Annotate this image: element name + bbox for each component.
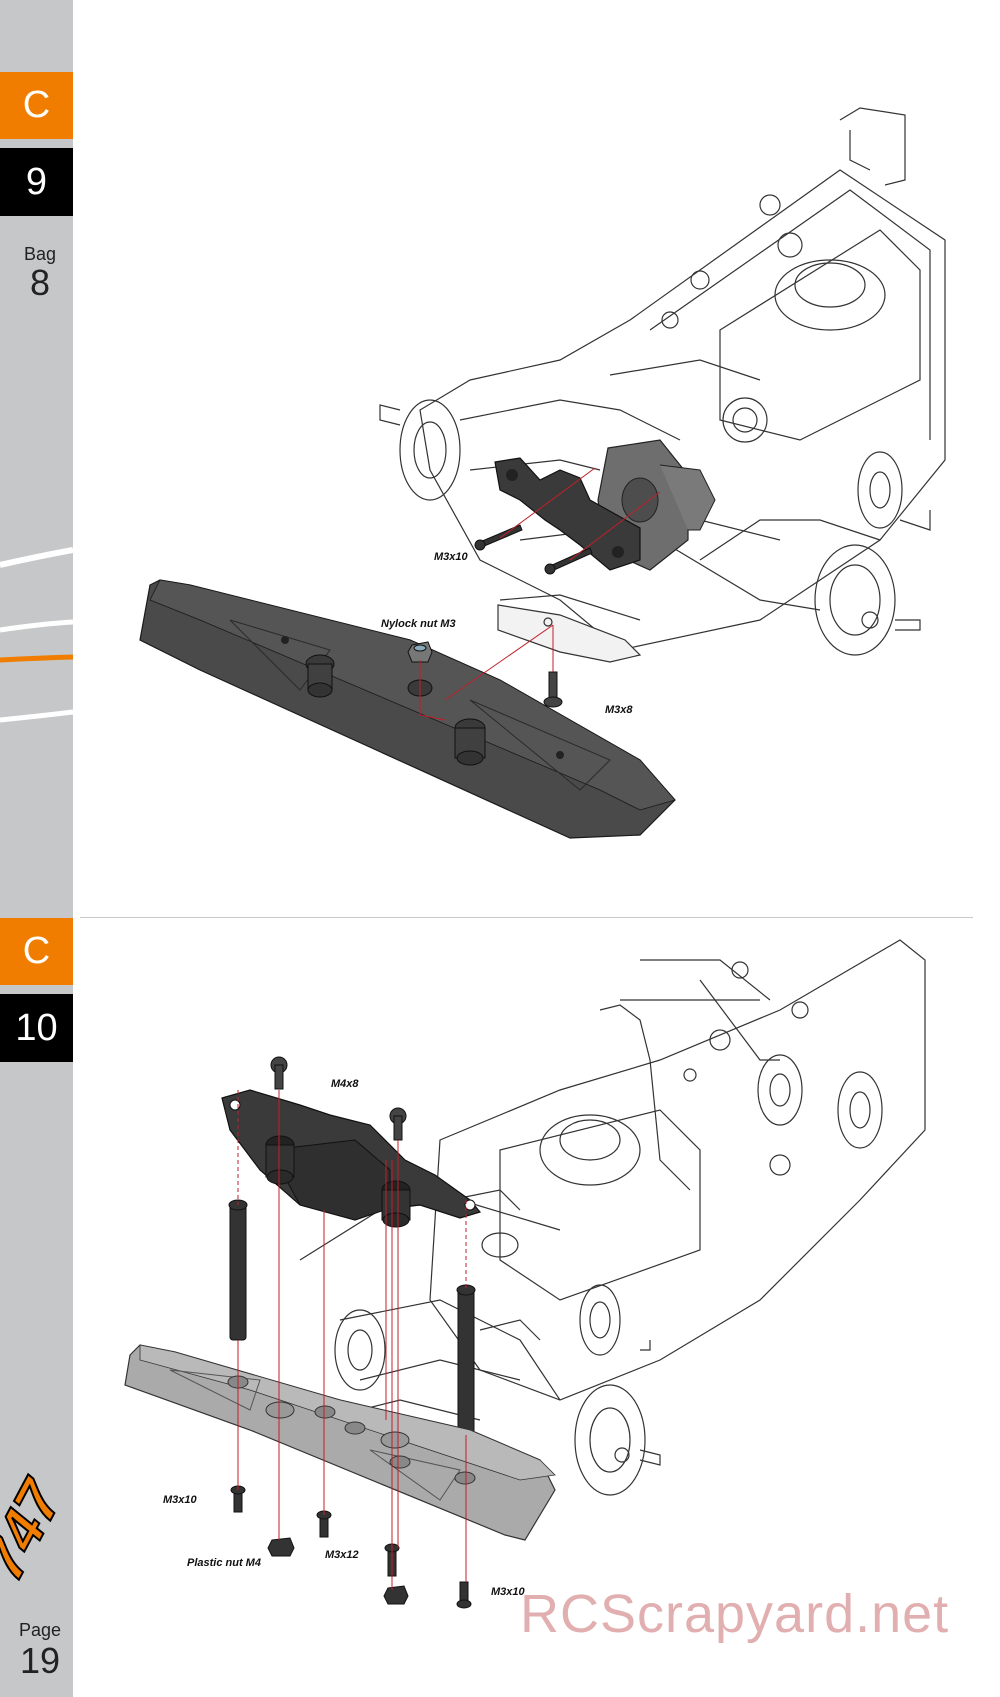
label-m3x10-left: M3x10 — [163, 1494, 197, 1506]
label-m4x8: M4x8 — [331, 1078, 359, 1090]
logo-747: 747 — [0, 1467, 77, 1591]
label-m3x10-step9: M3x10 — [434, 551, 468, 563]
carbon-shock-tower — [494, 457, 641, 571]
step-10-letter: C — [0, 918, 73, 985]
guide-lines — [419, 467, 661, 721]
step-9-illustration — [139, 107, 946, 839]
step-9-letter: C — [0, 72, 73, 139]
label-nylock-nut: Nylock nut M3 — [381, 618, 456, 630]
step-10-number: 10 — [0, 994, 73, 1062]
screws-m4x8 — [270, 1056, 407, 1141]
sidebar-swoosh-graphic — [0, 547, 73, 723]
label-plastic-nut: Plastic nut M4 — [187, 1557, 261, 1569]
label-m3x10-right: M3x10 — [491, 1586, 525, 1598]
watermark-text: RCScrapyard.net — [520, 1584, 950, 1644]
front-bumper-step10 — [124, 1344, 556, 1541]
bumper-brace — [221, 1089, 482, 1228]
bag-label: Bag — [23, 244, 57, 264]
label-m3x12: M3x12 — [325, 1549, 359, 1561]
screw-m3x8 — [543, 671, 563, 708]
guide-lines-step10 — [237, 1090, 467, 1590]
label-m3x8: M3x8 — [605, 704, 633, 716]
front-bumper — [139, 579, 676, 839]
sidebar — [0, 0, 73, 1697]
page-label: Page — [18, 1620, 62, 1640]
page-number: 19 — [19, 1640, 61, 1681]
step-divider — [80, 917, 973, 918]
nylock-nut — [407, 641, 433, 663]
front-skid-plate — [497, 604, 642, 663]
bag-number: 8 — [29, 262, 51, 303]
step-9-number: 9 — [0, 148, 73, 216]
chassis-outline — [379, 107, 946, 656]
